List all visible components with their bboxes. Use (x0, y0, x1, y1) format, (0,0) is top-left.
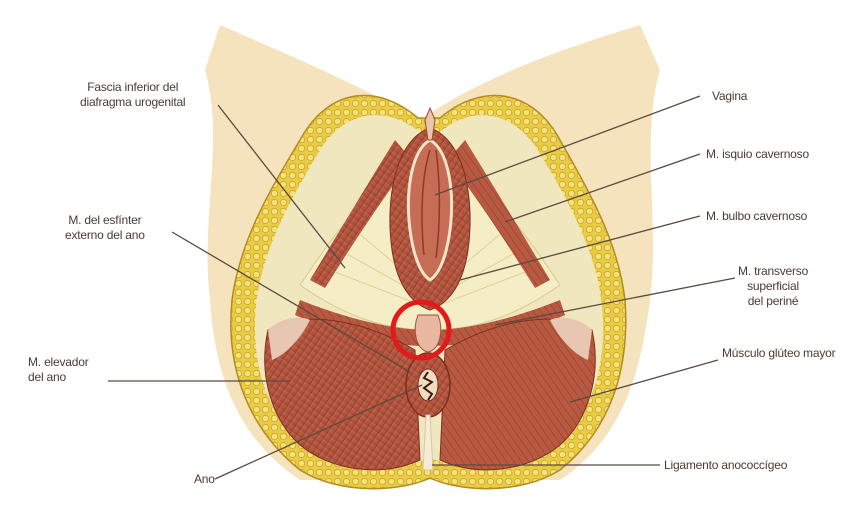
label-bulbo-cavernoso: M. bulbo cavernoso (706, 209, 807, 224)
label-transverso-line3: del periné (738, 294, 808, 309)
vagina-opening (408, 140, 451, 280)
label-esfinter-line2: externo del ano (65, 228, 145, 243)
label-elevador-line2: del ano (28, 370, 89, 385)
label-ano: Ano (194, 472, 215, 487)
label-esfinter-line1: M. del esfínter (65, 213, 145, 228)
label-elevador-ano: M. elevador del ano (28, 355, 89, 385)
label-transverso-line1: M. transverso (738, 264, 808, 279)
label-isquio-cavernoso: M. isquio cavernoso (706, 147, 809, 162)
label-esfinter-ano: M. del esfínter externo del ano (65, 213, 145, 243)
label-fascia-line1: Fascia inferior del (80, 80, 185, 95)
label-ligamento: Ligamento anococcígeo (664, 458, 787, 473)
label-transverso: M. transverso superficial del periné (738, 264, 808, 309)
label-vagina: Vagina (712, 89, 747, 104)
label-elevador-line1: M. elevador (28, 355, 89, 370)
label-fascia-inferior: Fascia inferior del diafragma urogenital (80, 80, 185, 110)
label-transverso-line2: superficial (738, 279, 808, 294)
label-fascia-line2: diafragma urogenital (80, 95, 185, 110)
label-gluteo-mayor: Músculo glúteo mayor (722, 346, 835, 361)
